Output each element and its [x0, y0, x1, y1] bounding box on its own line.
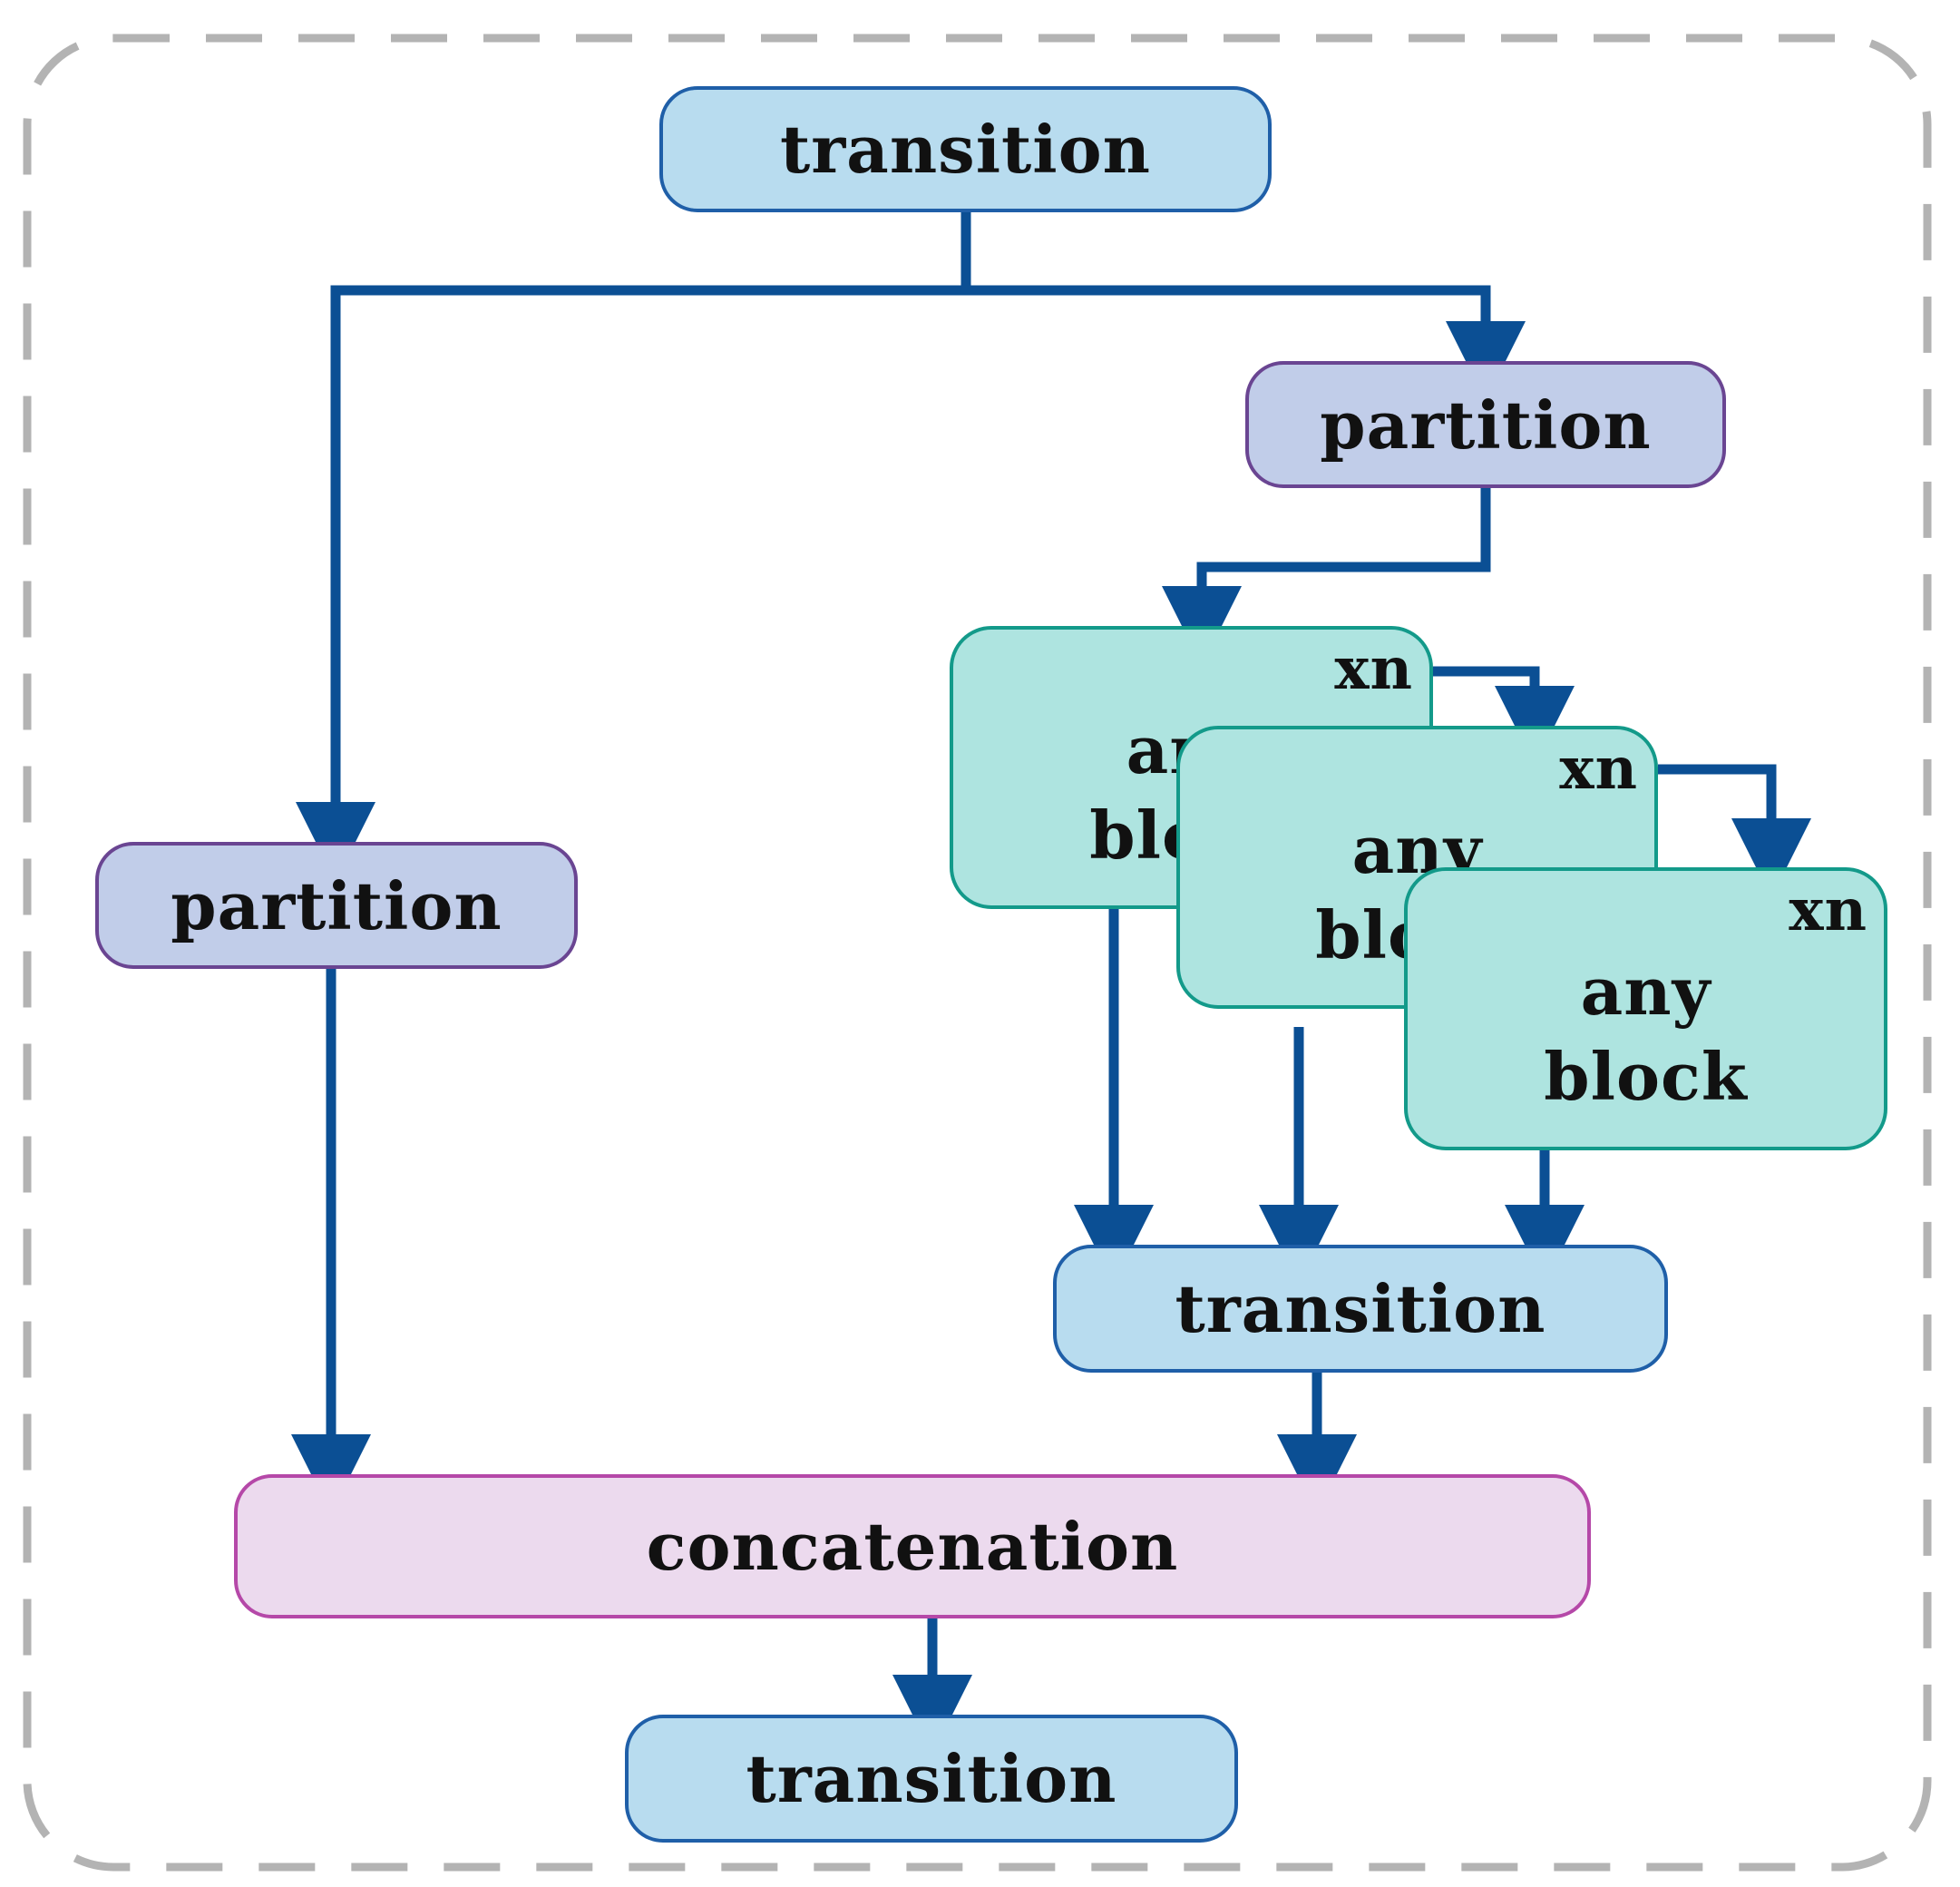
top-transition-label: transition — [779, 111, 1152, 188]
any-block-3: xn any block — [1404, 867, 1887, 1150]
arrow-block2-to-block3 — [1658, 764, 1811, 898]
any-block-3-tag: xn — [1789, 876, 1867, 944]
any-block-1-tag: xn — [1334, 635, 1413, 703]
left-partition-label: partition — [171, 866, 502, 944]
bottom-transition-node: transition — [625, 1715, 1238, 1843]
any-block-3-line1: any — [1580, 953, 1711, 1030]
arrow-partition-to-block — [1162, 488, 1491, 666]
arrow-to-left-partition — [296, 285, 966, 882]
bottom-transition-label: transition — [746, 1740, 1117, 1817]
concatenation-label: concatenation — [646, 1508, 1179, 1585]
right-partition-label: partition — [1320, 386, 1652, 464]
concatenation-node: concatenation — [234, 1474, 1591, 1618]
arrow-block1-to-block2 — [1433, 666, 1575, 766]
any-block-3-line2: block — [1544, 1038, 1748, 1115]
any-block-2-tag: xn — [1559, 735, 1638, 803]
middle-transition-node: transition — [1053, 1245, 1668, 1373]
arrow-to-right-partition — [966, 285, 1526, 401]
top-transition-node: transition — [659, 86, 1272, 212]
right-partition-node: partition — [1245, 361, 1726, 488]
left-partition-node: partition — [95, 842, 578, 969]
middle-transition-label: transition — [1175, 1270, 1546, 1347]
